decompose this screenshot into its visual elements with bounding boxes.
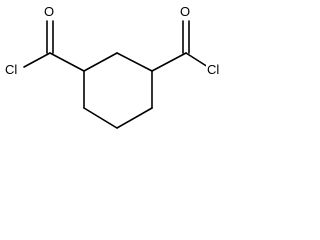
- ring-bond-top-right: [83, 52, 118, 72]
- chlorine-right-label: Cl: [206, 62, 221, 77]
- right-carbonyl-bond: [151, 52, 187, 72]
- chlorine-left-label: Cl: [4, 62, 19, 77]
- oxygen-right-label: O: [179, 4, 192, 19]
- oxygen-left-label: O: [43, 4, 56, 19]
- right-ccl-bond: [185, 52, 209, 68]
- structure-canvas: O Cl O Cl: [0, 0, 234, 134]
- left-carbonyl-bond: [49, 52, 85, 72]
- ring-bond-top-left: [116, 52, 153, 72]
- molecule-drawing: [23, 20, 209, 129]
- left-ccl-bond: [23, 52, 51, 68]
- ring-bond-bottom-left: [83, 107, 118, 129]
- ring-bond-bottom-right: [116, 107, 153, 129]
